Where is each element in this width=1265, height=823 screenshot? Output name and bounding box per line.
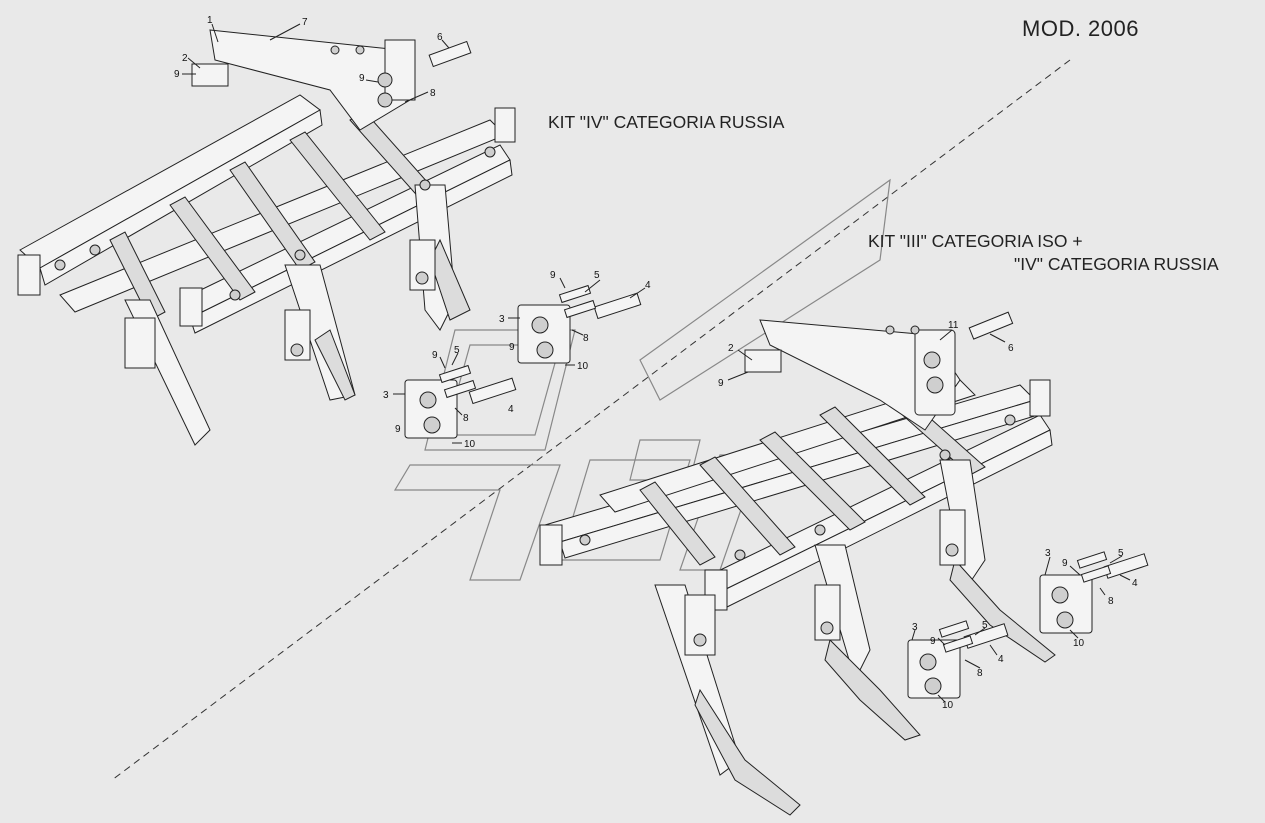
callout-mid-5: 5 [594,270,600,281]
callout-ml-5: 5 [454,345,460,356]
callout-ra-10: 10 [1073,638,1085,649]
separator-dashed-line [111,59,1071,781]
callout-8: 8 [430,88,436,99]
callout-ml-9b: 9 [395,424,401,435]
kit-parts-right-a [1039,551,1149,639]
right-frame-assembly [539,319,1056,816]
left-frame-assembly [17,29,516,446]
callout-ml-4: 4 [508,404,514,415]
callout-rb-3: 3 [912,622,918,633]
callout-ml-3: 3 [383,390,389,401]
callout-r-6: 6 [1008,343,1014,354]
callout-ml-8: 8 [463,413,469,424]
callout-rb-4: 4 [998,654,1004,665]
callout-mid-8: 8 [583,333,589,344]
callout-ra-8: 8 [1108,596,1114,607]
callout-rb-9: 9 [930,636,936,647]
left-callouts [182,23,472,103]
callout-r-2: 2 [728,343,734,354]
callout-mid-10: 10 [577,361,589,372]
callout-6: 6 [437,32,443,43]
callout-ra-4: 4 [1132,578,1138,589]
callout-rb-10: 10 [942,700,954,711]
kit-parts-mid-left [393,352,517,444]
callout-r-9: 9 [718,378,724,389]
callout-ra-3: 3 [1045,548,1051,559]
callout-9b: 9 [359,73,365,84]
callout-mid-4: 4 [645,280,651,291]
callout-mid-9: 9 [550,270,556,281]
callout-ml-9: 9 [432,350,438,361]
callout-1: 1 [207,15,213,26]
callout-9: 9 [174,69,180,80]
callout-ra-5: 5 [1118,548,1124,559]
model-title: MOD. 2006 [1022,16,1139,41]
callout-2: 2 [182,53,188,64]
callout-7: 7 [302,17,308,28]
kit-iii-title-line1: KIT "III" CATEGORIA ISO + [868,231,1083,251]
right-top-callouts [727,311,1014,381]
kit-parts-top-mid [508,277,646,366]
callout-rb-5: 5 [982,620,988,631]
callout-mid-3: 3 [499,314,505,325]
callout-rb-8: 8 [977,668,983,679]
callout-r-11: 11 [948,320,959,331]
kit-iii-title-line2: "IV" CATEGORIA RUSSIA [1014,254,1219,274]
callout-ra-9: 9 [1062,558,1068,569]
callout-ml-10: 10 [464,439,476,450]
callout-mid-9b: 9 [509,342,515,353]
kit-iv-title: KIT "IV" CATEGORIA RUSSIA [548,112,785,132]
kit-parts-right-b [907,620,1009,703]
